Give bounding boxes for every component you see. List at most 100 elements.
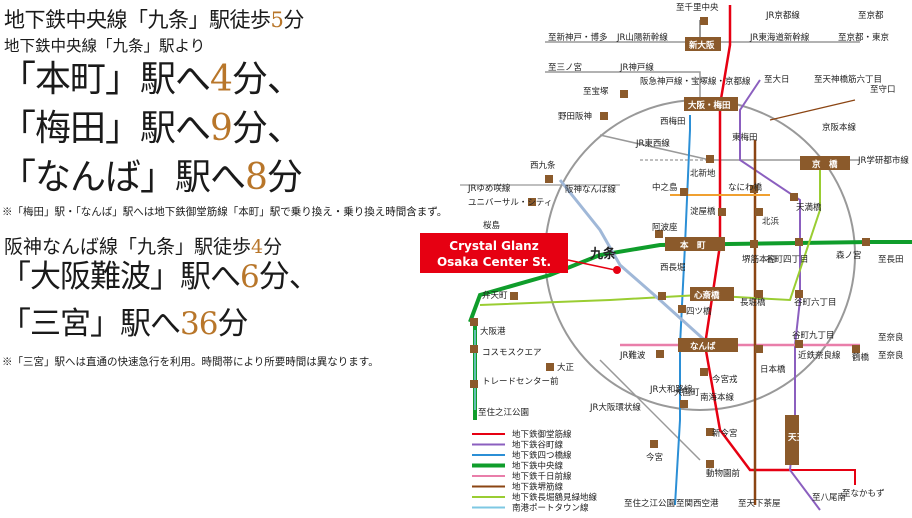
- label-to-yao: 至八尾南: [812, 492, 846, 503]
- label-higashi-umeda: 東梅田: [732, 132, 758, 143]
- property-marker: [613, 266, 621, 274]
- label-nishi-umeda: 西梅田: [660, 116, 686, 127]
- label-shin-osaka: 新大阪: [689, 40, 715, 51]
- label-imamiya: 今宮: [646, 452, 663, 463]
- label-kitashinchi: 北新地: [690, 168, 716, 179]
- label-jr-kyoto: JR京都線: [765, 10, 800, 21]
- property-callout: [420, 233, 568, 273]
- label-namba: なんば: [690, 341, 716, 352]
- station-markers: [470, 17, 870, 468]
- label-tennoji: 天王寺: [788, 432, 814, 443]
- label-keihan: 京阪本線: [822, 122, 857, 133]
- label-tanimachi4: 谷町四丁目: [766, 255, 809, 265]
- label-to-nakamozu: 至なかもず: [842, 488, 885, 499]
- label-to-sumiyoshi2: 至住之江公園: [624, 498, 675, 509]
- label-to-tenjin: 至天神橋筋六丁目: [814, 74, 882, 85]
- from-kujo-label: 地下鉄中央線「九条」駅より: [4, 37, 206, 55]
- label-jr-tokaido: JR東海道新幹線: [749, 32, 810, 43]
- label-to-nara: 至奈良: [878, 350, 904, 361]
- label-to-tengachaya: 至天下茶屋: [738, 498, 781, 509]
- label-nakanoshima: 中之島: [652, 182, 678, 193]
- label-to-kansai: 至関西空港: [676, 498, 719, 509]
- label-kujo: 九条: [589, 246, 617, 262]
- walk-time-chuo: 地下鉄中央線「九条」駅徒歩5分: [4, 8, 304, 32]
- legend-label: 南港ポートタウン線: [512, 503, 589, 514]
- label-jr-loop: JR大阪環状線: [589, 402, 641, 413]
- label-temmabashi: 天満橋: [796, 202, 822, 213]
- label-yotsubashi: 四ツ橋: [686, 306, 712, 317]
- label-osakako: 大阪港: [480, 326, 506, 337]
- legend-label: 地下鉄千日前線: [512, 471, 572, 482]
- label-hommachi: 本 町: [680, 240, 706, 251]
- callout-line1: Crystal Glanz: [449, 239, 538, 253]
- time-to-umeda: 「梅田」駅へ9分、: [0, 108, 303, 149]
- time-to-hommachi: 「本町」駅へ4分、: [0, 59, 303, 100]
- callout-line2: Osaka Center St.: [437, 255, 551, 269]
- label-to-tokyo: 至京都・東京: [838, 32, 889, 43]
- label-tsuruhashi: 鶴橋: [852, 352, 870, 363]
- label-hanshin-namba: 阪神なんば線: [565, 184, 617, 195]
- label-senri: 至千里中央: [676, 2, 719, 13]
- label-noda-hanshin: 野田阪神: [558, 111, 592, 122]
- label-sumiyoshi: 至住之江公園: [478, 407, 529, 418]
- legend-label: 地下鉄長堀鶴見緑地線: [512, 492, 598, 503]
- nagahori-line: [479, 160, 821, 306]
- label-hankyu: 阪急神戸線・宝塚線・京都線: [640, 76, 751, 87]
- label-to-nagata: 至長田: [878, 255, 904, 265]
- label-kitahama: 北浜: [762, 216, 780, 227]
- label-trade-center: トレードセンター前: [482, 376, 559, 387]
- label-naniwabashi: なにわ橋: [728, 182, 763, 193]
- label-jr-namba: JR難波: [619, 350, 646, 361]
- label-usj: ユニバーサル・シティ: [468, 198, 552, 208]
- legend-label: 地下鉄御堂筋線: [512, 429, 572, 440]
- label-jr-gakken: JR学研都市線: [857, 155, 909, 166]
- hanshin-namba-line: [558, 179, 712, 347]
- legend-label: 地下鉄堺筋線: [512, 482, 564, 493]
- label-jr-yamatoji: JR大和路線: [649, 384, 693, 395]
- express-note: ※「三宮」駅へは直通の快速急行を利用。時間帯により所要時間は異なります。: [2, 356, 379, 368]
- time-to-sannomiya: 「三宮」駅へ36分: [0, 306, 248, 342]
- label-nagahoribashi: 長堀橋: [740, 297, 766, 308]
- label-dobutsuen: 動物園前: [706, 468, 741, 479]
- label-to-kyoto: 至京都: [858, 10, 884, 21]
- legend-label: 地下鉄中央線: [512, 461, 564, 472]
- label-to-moriguchi: 至守口: [870, 84, 896, 95]
- label-nishi-nagahori: 西長堀: [660, 263, 686, 273]
- label-to-takarazuka: 至宝塚: [583, 86, 609, 97]
- label-shinsaibashi: 心斎橋: [694, 290, 720, 301]
- label-awaza: 阿波座: [652, 222, 678, 233]
- label-imamiya-ebisu: 今宮戎: [712, 374, 738, 385]
- label-nishikujo: 西九条: [530, 160, 556, 171]
- label-bentencho: 弁天町: [482, 290, 508, 301]
- label-nankai: 南海本線: [700, 392, 735, 403]
- label-cosmo: コスモスクエア: [482, 348, 542, 358]
- legend-label: 地下鉄谷町線: [512, 440, 564, 451]
- label-tanimachi9: 谷町九丁目: [792, 331, 835, 341]
- label-jr-tozai: JR東西線: [635, 138, 670, 149]
- label-to-uehonmachi: 至奈良: [878, 332, 904, 343]
- label-taisho: 大正: [557, 362, 575, 373]
- access-text-panel: 地下鉄中央線「九条」駅徒歩5分 地下鉄中央線「九条」駅より 「本町」駅へ4分、 …: [0, 0, 447, 518]
- label-shin-imamiya: 新今宮: [712, 428, 738, 439]
- label-jr-kobe: JR神戸線: [619, 62, 654, 73]
- map-legend: 地下鉄御堂筋線地下鉄谷町線地下鉄四つ橋線地下鉄中央線地下鉄千日前線地下鉄堺筋線地…: [472, 429, 598, 514]
- time-to-namba: 「なんば」駅へ8分: [0, 157, 303, 198]
- label-morinomiya: 森ノ宮: [836, 250, 862, 261]
- transfer-note: ※「梅田」駅・「なんば」駅へは地下鉄御堂筋線「本町」駅で乗り換え・乗り換え時間含…: [2, 206, 448, 218]
- walk-time-hanshin: 阪神なんば線「九条」駅徒歩4分: [4, 236, 283, 258]
- label-tanimachi6: 谷町六丁目: [794, 297, 837, 308]
- label-jr-yumesaki: JRゆめ咲線: [467, 183, 511, 194]
- label-umeda: 大阪・梅田: [688, 100, 731, 111]
- label-to-shinkobe: 至新神戸・博多: [548, 32, 608, 43]
- label-to-dainichi: 至大日: [764, 74, 790, 85]
- label-to-sannomiya: 至三ノ宮: [548, 62, 582, 73]
- time-to-osaka-namba: 「大阪難波」駅へ6分、: [0, 259, 320, 295]
- label-jr-sanyo: JR山陽新幹線: [616, 32, 668, 43]
- label-kyobashi: 京 橋: [812, 159, 838, 170]
- label-yodoyabashi: 淀屋橋: [690, 206, 716, 217]
- label-kintetsu: 近鉄奈良線: [798, 350, 841, 361]
- legend-label: 地下鉄四つ橋線: [512, 450, 572, 461]
- label-nippombashi: 日本橋: [760, 364, 786, 375]
- label-sakaisuji-hommachi: 堺筋本町: [742, 254, 777, 265]
- label-daikokucho: 大国町: [674, 387, 700, 398]
